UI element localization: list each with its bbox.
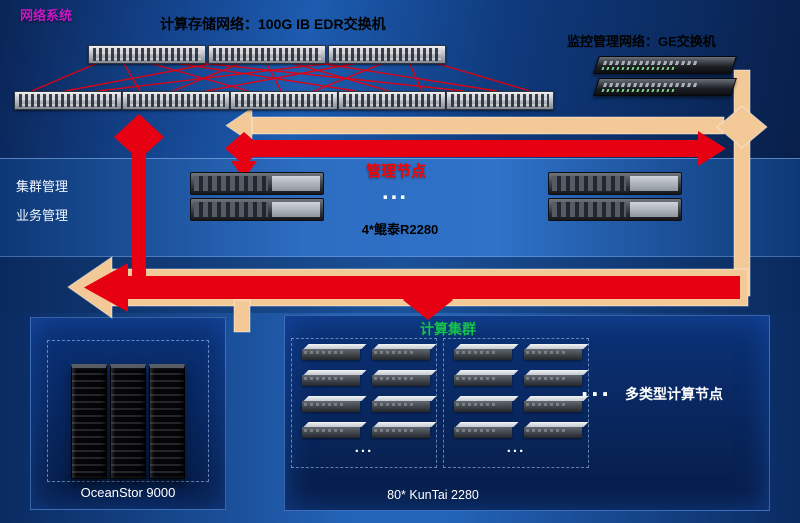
compute-node	[524, 375, 582, 386]
compute-node	[372, 427, 430, 438]
business-mgmt-label: 业务管理	[16, 208, 69, 223]
compute-node	[524, 427, 582, 438]
compute-side-label: 多类型计算节点	[625, 386, 723, 402]
storage-tower	[71, 364, 107, 479]
compute-side-ellipsis: ...	[581, 372, 612, 402]
cluster-mgmt-label: 集群管理	[16, 179, 69, 194]
storage-label: OceanStor 9000	[80, 485, 176, 500]
group-ellipsis: ...	[506, 439, 526, 456]
compute-panel: 计算集群 ... ... ... 多类型计算节点 80* KunTai 2280	[284, 315, 770, 511]
compute-node	[524, 349, 582, 360]
storage-towers	[71, 364, 185, 479]
storage-panel: OceanStor 9000	[30, 317, 226, 510]
monitor-network-title: 监控管理网络：GE交换机	[567, 34, 716, 49]
group-ellipsis: ...	[354, 439, 374, 456]
compute-node-grid	[302, 349, 436, 438]
compute-node	[302, 349, 360, 360]
network-system-label: 网络系统	[20, 8, 73, 23]
compute-node-group: ...	[291, 338, 437, 468]
compute-node	[302, 427, 360, 438]
storage-tower	[110, 364, 146, 479]
compute-node	[524, 401, 582, 412]
compute-node-grid	[454, 349, 588, 438]
network-band	[0, 0, 800, 158]
compute-node	[454, 349, 512, 360]
compute-cluster-title: 计算集群	[420, 321, 476, 337]
compute-node-group: ...	[443, 338, 589, 468]
storage-network-title: 计算存储网络：100G IB EDR交换机	[160, 16, 386, 32]
compute-node	[454, 375, 512, 386]
compute-node	[454, 427, 512, 438]
management-caption: 4*鲲泰R2280	[361, 222, 439, 237]
compute-node	[454, 401, 512, 412]
management-title: 管理节点	[365, 163, 426, 180]
flow-band	[0, 257, 800, 313]
compute-node	[372, 401, 430, 412]
management-ellipsis: ...	[382, 178, 409, 205]
compute-caption: 80* KunTai 2280	[387, 488, 479, 502]
storage-tower	[149, 364, 185, 479]
compute-node	[372, 349, 430, 360]
storage-dashed-frame	[47, 340, 209, 482]
compute-node	[302, 375, 360, 386]
compute-node	[302, 401, 360, 412]
compute-node	[372, 375, 430, 386]
